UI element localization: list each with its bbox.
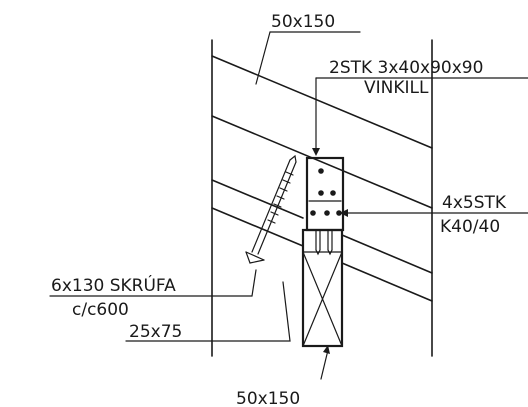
angle-name-label: VINKILL bbox=[364, 78, 429, 98]
nail-quantity-label: 4x5STK bbox=[442, 193, 507, 213]
leader-lines bbox=[49, 31, 528, 380]
screw-spacing-label: c/c600 bbox=[72, 300, 129, 320]
angle-quantity-label: 2STK 3x40x90x90 bbox=[329, 58, 483, 78]
screw bbox=[245, 154, 297, 264]
top-beam-label: 50x150 bbox=[271, 12, 335, 32]
top-sloped-beam bbox=[211, 55, 433, 209]
nail-type-label: K40/40 bbox=[440, 217, 500, 237]
vertical-post bbox=[301, 228, 344, 348]
sloped-batten bbox=[211, 179, 433, 302]
batten-label: 25x75 bbox=[129, 322, 182, 342]
bottom-beam-label: 50x150 bbox=[236, 389, 300, 407]
screw-label: 6x130 SKRÚFA bbox=[51, 274, 176, 296]
